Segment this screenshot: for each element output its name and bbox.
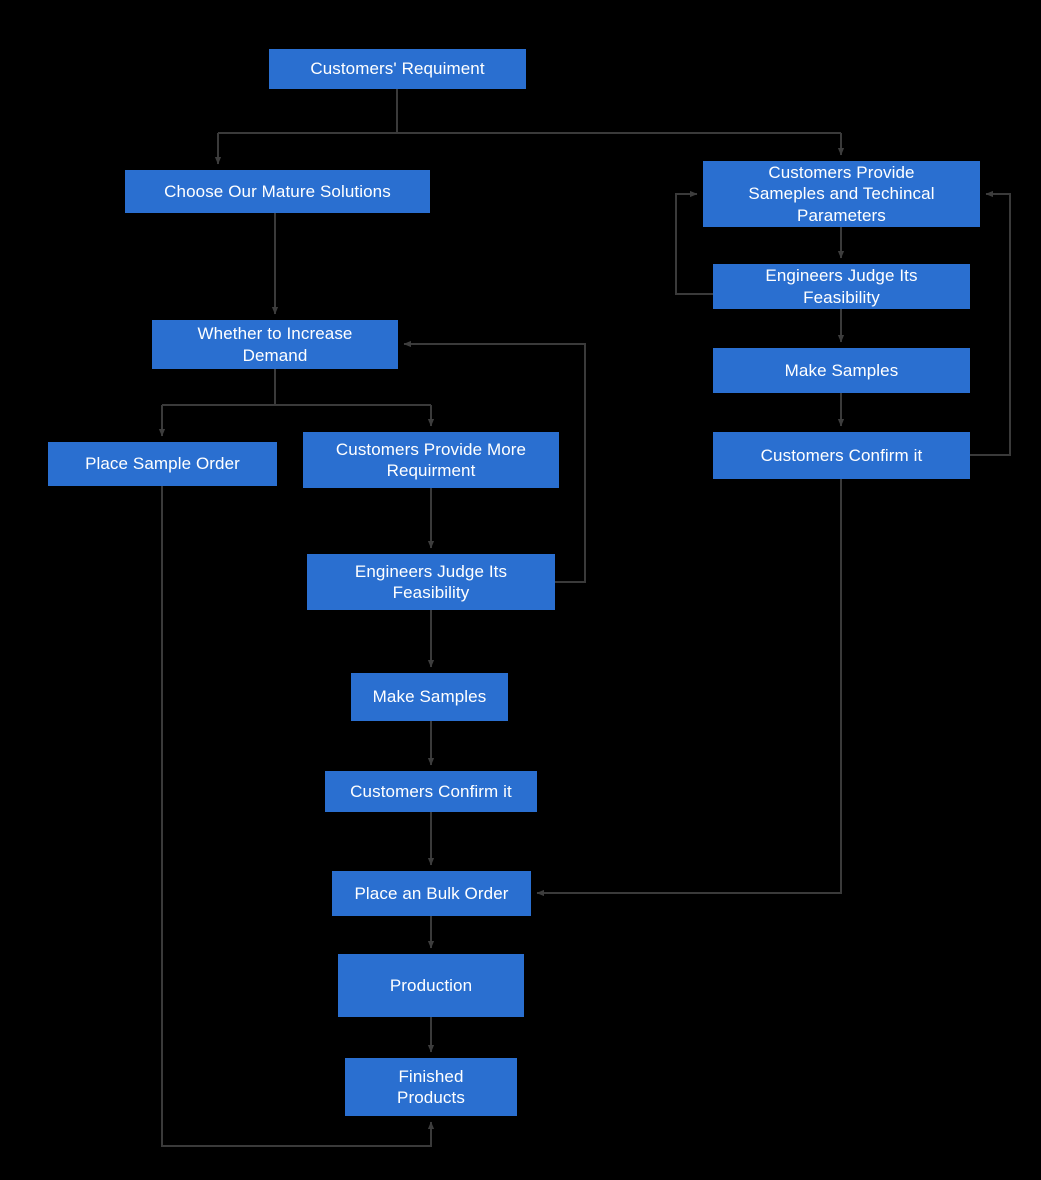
node-label: Engineers Judge Its Feasibility: [354, 561, 508, 602]
node-customers-confirm-mid[interactable]: Customers Confirm it: [325, 771, 537, 812]
node-finished-products[interactable]: Finished Products: [345, 1058, 517, 1116]
node-engineers-judge-right[interactable]: Engineers Judge Its Feasibility: [713, 264, 970, 309]
node-label: Production: [389, 975, 473, 995]
node-customers-confirm-right[interactable]: Customers Confirm it: [713, 432, 970, 479]
node-make-samples-right[interactable]: Make Samples: [713, 348, 970, 393]
node-label: Customers Confirm it: [350, 781, 512, 801]
node-label: Place an Bulk Order: [354, 883, 509, 903]
node-label: Customers Confirm it: [760, 445, 923, 465]
node-engineers-judge-mid[interactable]: Engineers Judge Its Feasibility: [307, 554, 555, 610]
node-label: Customers Provide Sameples and Techincal…: [748, 163, 935, 225]
node-label: Engineers Judge Its Feasibility: [765, 266, 918, 307]
node-label: Whether to Increase Demand: [197, 324, 353, 365]
node-label: Place Sample Order: [85, 454, 240, 474]
edge-group: [158, 89, 1011, 1147]
node-label: Make Samples: [372, 687, 487, 707]
node-production[interactable]: Production: [338, 954, 524, 1017]
node-customers-provide-samples[interactable]: Customers Provide Sameples and Techincal…: [703, 161, 980, 227]
node-place-bulk-order[interactable]: Place an Bulk Order: [332, 871, 531, 916]
node-label: Customers Provide More Requirment: [335, 439, 527, 480]
node-label: Customers' Requiment: [310, 59, 485, 79]
node-label: Make Samples: [784, 360, 899, 380]
node-place-sample-order[interactable]: Place Sample Order: [48, 442, 277, 486]
node-make-samples-mid[interactable]: Make Samples: [351, 673, 508, 721]
node-label: Choose Our Mature Solutions: [164, 181, 391, 201]
node-customers-requiment[interactable]: Customers' Requiment: [269, 49, 526, 89]
edge-confirm-r-feedback: [970, 190, 1011, 456]
node-customers-provide-more[interactable]: Customers Provide More Requirment: [303, 432, 559, 488]
edge-confirm-r-to-bulk: [536, 479, 842, 897]
node-label: Finished Products: [397, 1066, 465, 1107]
node-choose-mature-solutions[interactable]: Choose Our Mature Solutions: [125, 170, 430, 213]
node-whether-increase-demand[interactable]: Whether to Increase Demand: [152, 320, 398, 369]
